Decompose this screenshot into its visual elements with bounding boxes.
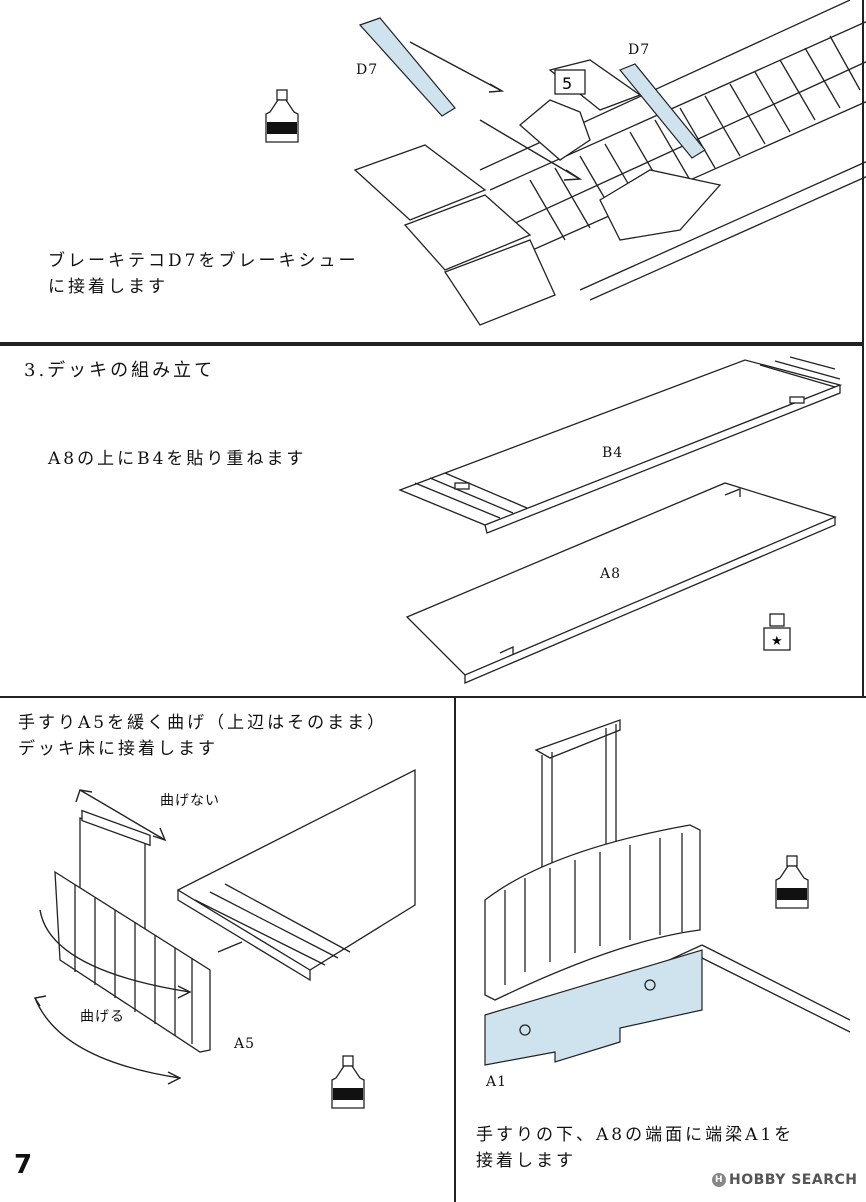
glue-bottle-icon	[775, 855, 809, 909]
instruction-handrail-line2: デッキ床に接着します	[18, 739, 218, 759]
end-beam-drawing	[484, 719, 851, 1066]
label-no-bend: 曲げない	[160, 793, 220, 809]
instruction-handrail-line1: 手すりA5を緩く曲げ（上辺はそのまま）	[18, 713, 388, 733]
panel-brake-lever	[0, 0, 864, 344]
label-bend: 曲げる	[80, 1009, 125, 1025]
instruction-end-beam-line2: 接着します	[476, 1151, 576, 1171]
part-number: 5	[562, 74, 572, 93]
label-a8: A8	[600, 566, 622, 582]
page-number: 7	[14, 1150, 33, 1180]
label-a1: A1	[486, 1074, 508, 1090]
watermark-badge: H	[712, 1173, 726, 1187]
glue-star-icon: ★	[763, 613, 791, 651]
instruction-deck: A8の上にB4を貼り重ねます	[48, 449, 307, 469]
glue-bottle-icon	[331, 1055, 365, 1109]
label-a5: A5	[234, 1036, 256, 1052]
section-title: 3.デッキの組み立て	[24, 360, 216, 381]
label-d7-right: D7	[628, 42, 651, 58]
handrail-drawing	[33, 768, 416, 1085]
instruction-brake-line1: ブレーキテコD7をブレーキシュー	[48, 251, 359, 271]
svg-text:★: ★	[771, 634, 783, 649]
label-d7-left: D7	[356, 62, 379, 78]
deck-plates-drawing	[398, 356, 843, 684]
instruction-end-beam-line1: 手すりの下、A8の端面に端梁A1を	[476, 1125, 795, 1145]
panel-end-beam	[454, 696, 866, 1202]
watermark-text: HOBBY SEARCH	[729, 1172, 858, 1188]
glue-bottle-icon	[265, 89, 299, 143]
brake-assembly-drawing: 5	[353, 0, 866, 326]
instruction-brake-line2: に接着します	[48, 277, 168, 297]
label-b4: B4	[602, 445, 624, 461]
